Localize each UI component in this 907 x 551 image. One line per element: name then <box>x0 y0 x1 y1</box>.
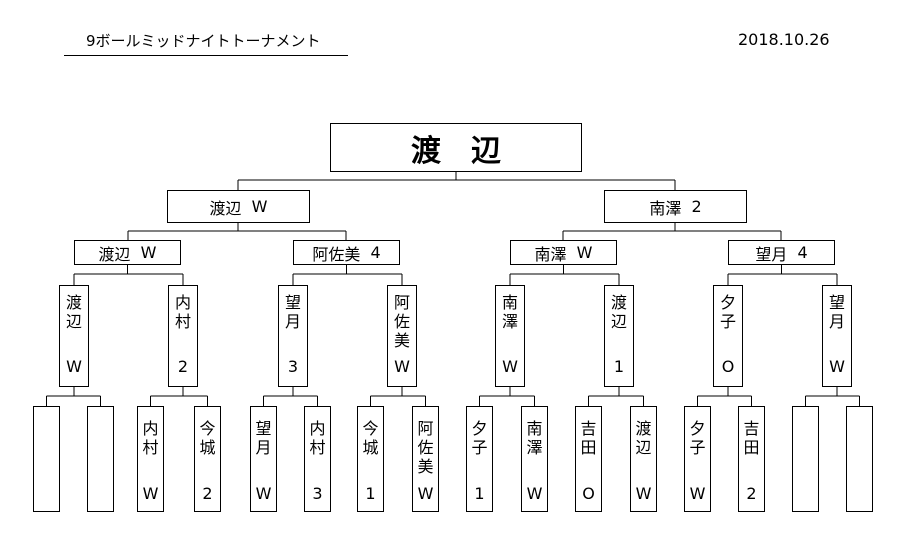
round1-name: 今城 <box>362 419 379 457</box>
quarterfinal-name: 望月 <box>755 244 788 264</box>
tournament-date: 2018.10.26 <box>738 30 830 49</box>
tournament-title: 9ボールミッドナイトトーナメント <box>86 32 321 50</box>
round1-name: 夕子 <box>471 419 488 457</box>
round1-box-14: 吉田 2 <box>738 406 765 512</box>
quarterfinal-name: 渡辺 <box>98 244 131 264</box>
round1-box-8: 阿佐美 W <box>412 406 439 512</box>
spacer <box>360 243 370 262</box>
round2-score: W <box>394 357 410 376</box>
round1-name: 吉田 <box>580 419 597 457</box>
round1-name: 今城 <box>199 419 216 457</box>
spacer <box>131 243 141 262</box>
semifinal-name: 渡辺 <box>209 198 242 218</box>
round1-name: 内村 <box>309 419 326 457</box>
round1-box-5: 望月 W <box>250 406 277 512</box>
round1-score: 1 <box>474 484 485 503</box>
semifinal-box-1: 渡辺 W <box>167 190 310 223</box>
round2-name: 南澤 <box>501 293 518 331</box>
round1-name: 阿佐美 <box>417 419 434 476</box>
round1-box-9: 夕子 1 <box>466 406 493 512</box>
round2-box-6: 渡辺 1 <box>604 285 634 387</box>
round1-box-11: 吉田 O <box>575 406 602 512</box>
round1-box-3: 内村 W <box>137 406 164 512</box>
round2-name: 内村 <box>174 293 191 331</box>
round2-name: 望月 <box>284 293 301 331</box>
quarterfinal-score: 4 <box>370 243 381 262</box>
title-underline <box>64 55 348 56</box>
round1-score: 1 <box>365 484 376 503</box>
round2-name: 阿佐美 <box>393 293 410 350</box>
round2-name: 渡辺 <box>610 293 627 331</box>
round2-name: 望月 <box>828 293 845 331</box>
round1-score: W <box>689 484 706 503</box>
round1-box-12: 渡辺 W <box>630 406 657 512</box>
semifinal-box-2: 南澤 2 <box>604 190 747 223</box>
round2-score: 1 <box>613 357 625 376</box>
round1-score: 3 <box>312 484 323 503</box>
round2-box-3: 望月 3 <box>278 285 308 387</box>
round1-box-15 <box>792 406 819 512</box>
round1-box-16 <box>846 406 873 512</box>
champion-box: 渡 辺 <box>330 123 582 172</box>
quarterfinal-score: W <box>576 243 593 262</box>
round1-score: 2 <box>202 484 213 503</box>
round1-score: W <box>526 484 543 503</box>
quarterfinal-name: 南澤 <box>534 244 567 264</box>
round1-box-10: 南澤 W <box>521 406 548 512</box>
quarterfinal-box-4: 望月 4 <box>728 240 835 265</box>
round2-score: W <box>502 357 518 376</box>
round1-score: W <box>142 484 159 503</box>
spacer <box>567 243 577 262</box>
quarterfinal-box-1: 渡辺 W <box>74 240 181 265</box>
round1-name: 南澤 <box>526 419 543 457</box>
round1-box-4: 今城 2 <box>194 406 221 512</box>
round2-name: 渡辺 <box>65 293 82 331</box>
round2-box-1: 渡辺 W <box>59 285 89 387</box>
round1-box-7: 今城 1 <box>357 406 384 512</box>
champion-name: 渡 辺 <box>411 133 501 169</box>
round2-box-4: 阿佐美 W <box>387 285 417 387</box>
round1-box-2 <box>87 406 114 512</box>
round2-score: W <box>829 357 845 376</box>
quarterfinal-score: 4 <box>797 243 808 262</box>
round1-name: 渡辺 <box>635 419 652 457</box>
round1-score: W <box>635 484 652 503</box>
semifinal-score: 2 <box>691 197 702 216</box>
round2-box-7: 夕子 O <box>713 285 743 387</box>
round1-name: 望月 <box>255 419 272 457</box>
semifinal-name: 南澤 <box>649 198 682 218</box>
quarterfinal-box-3: 南澤 W <box>510 240 617 265</box>
round1-score: W <box>417 484 434 503</box>
spacer <box>787 243 797 262</box>
round1-box-6: 内村 3 <box>304 406 331 512</box>
round1-box-13: 夕子 W <box>684 406 711 512</box>
round2-box-5: 南澤 W <box>495 285 525 387</box>
round2-score: 2 <box>177 357 189 376</box>
round2-score: O <box>721 357 735 376</box>
round2-box-2: 内村 2 <box>168 285 198 387</box>
round1-score: O <box>582 484 595 503</box>
round2-score: W <box>66 357 82 376</box>
round1-score: 2 <box>746 484 757 503</box>
round2-score: 3 <box>287 357 299 376</box>
spacer <box>681 197 691 216</box>
spacer <box>242 197 252 216</box>
quarterfinal-name: 阿佐美 <box>312 244 361 264</box>
round1-box-1 <box>33 406 60 512</box>
semifinal-score: W <box>251 197 268 216</box>
round1-name: 夕子 <box>689 419 706 457</box>
round1-name: 内村 <box>142 419 159 457</box>
round2-name: 夕子 <box>719 293 736 331</box>
quarterfinal-box-2: 阿佐美 4 <box>293 240 400 265</box>
round2-box-8: 望月 W <box>822 285 852 387</box>
quarterfinal-score: W <box>140 243 157 262</box>
round1-score: W <box>255 484 272 503</box>
round1-name: 吉田 <box>743 419 760 457</box>
